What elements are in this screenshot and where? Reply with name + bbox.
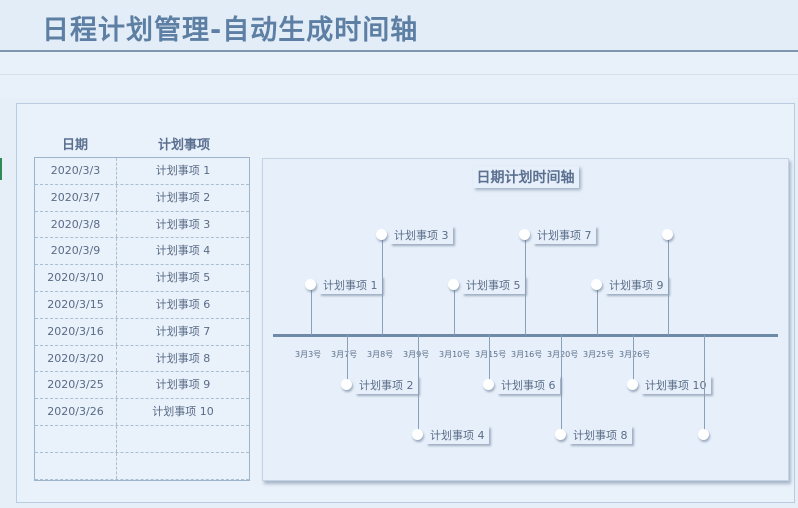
item-cell[interactable]: 计划事项 9 (155, 378, 211, 392)
chart-title: 日期计划时间轴 (472, 166, 579, 188)
event-marker[interactable] (448, 279, 459, 290)
item-cell[interactable] (117, 426, 249, 452)
event-label[interactable]: 计划事项 10 (641, 376, 711, 394)
axis-tick-label: 3月20号 (547, 350, 579, 359)
event-marker[interactable] (305, 279, 316, 290)
grid-line (0, 74, 798, 75)
event-label[interactable]: 计划事项 5 (462, 276, 525, 294)
axis-tick-label: 3月9号 (403, 350, 430, 359)
event-stem (489, 335, 490, 385)
table-row[interactable]: 2020/3/26 计划事项 10 (35, 399, 249, 426)
item-cell[interactable]: 计划事项 6 (155, 298, 211, 311)
event-label[interactable]: 计划事项 2 (355, 376, 418, 394)
date-cell[interactable]: 2020/3/8 (35, 211, 117, 238)
event-marker[interactable] (376, 229, 387, 240)
table-row[interactable]: 2020/3/16 计划事项 7 (35, 318, 249, 346)
event-stem (311, 285, 312, 335)
axis-tick-label: 3月8号 (367, 350, 394, 359)
cell-selection-marker (0, 158, 2, 180)
axis-tick-label: 3月7号 (331, 350, 358, 359)
event-stem (382, 235, 383, 335)
event-stem (561, 335, 562, 435)
date-cell[interactable]: 2020/3/15 (35, 292, 117, 318)
timeline-axis (273, 334, 778, 337)
event-marker[interactable] (627, 379, 638, 390)
table-row[interactable]: 2020/3/20 计划事项 8 (35, 345, 249, 373)
date-cell[interactable]: 2020/3/16 (35, 318, 117, 345)
date-cell[interactable] (35, 426, 117, 452)
extra-marker (698, 429, 709, 440)
event-label[interactable]: 计划事项 1 (319, 276, 382, 294)
event-label[interactable]: 计划事项 9 (605, 276, 668, 294)
table-row[interactable]: 2020/3/7 计划事项 2 (35, 184, 249, 212)
extra-marker (662, 229, 673, 240)
item-cell[interactable]: 计划事项 4 (155, 244, 211, 258)
item-cell[interactable]: 计划事项 5 (155, 271, 211, 285)
table-row[interactable]: 2020/3/8 计划事项 3 (35, 211, 249, 239)
item-cell[interactable]: 计划事项 2 (155, 190, 211, 204)
item-cell[interactable]: 计划事项 3 (155, 217, 211, 231)
item-cell[interactable]: 计划事项 1 (155, 164, 211, 177)
sheet-grid-band (0, 52, 798, 98)
event-label[interactable]: 计划事项 3 (390, 226, 453, 244)
date-cell[interactable]: 2020/3/10 (35, 265, 117, 291)
axis-tick-label: 3月16号 (511, 350, 543, 359)
chart-title-wrap: 日期计划时间轴 (263, 159, 788, 188)
title-bar: 日程计划管理-自动生成时间轴 (0, 0, 798, 52)
event-marker[interactable] (591, 279, 602, 290)
table-row[interactable]: 2020/3/9 计划事项 4 (35, 238, 249, 266)
extra-stem (704, 335, 705, 435)
item-column-header: 计划事项 (158, 138, 211, 153)
event-stem (454, 285, 455, 335)
event-label[interactable]: 计划事项 4 (426, 426, 489, 444)
date-cell[interactable] (35, 452, 117, 479)
schedule-table: 2020/3/3 计划事项 1 2020/3/7 计划事项 2 2020/3/8 计划事项… (34, 157, 250, 481)
event-label[interactable]: 计划事项 7 (533, 226, 596, 244)
table-row[interactable] (35, 452, 249, 480)
table-row[interactable]: 2020/3/25 计划事项 9 (35, 372, 249, 400)
event-marker[interactable] (483, 379, 494, 390)
axis-tick-label: 3月25号 (583, 350, 615, 359)
table-row[interactable]: 2020/3/15 计划事项 6 (35, 292, 249, 319)
event-stem (525, 235, 526, 335)
event-stem (418, 335, 419, 435)
table-row[interactable] (35, 426, 249, 453)
date-column-header: 日期 (62, 138, 89, 153)
item-cell[interactable]: 计划事项 8 (155, 351, 211, 365)
event-stem (347, 335, 348, 385)
event-marker[interactable] (412, 429, 423, 440)
date-cell[interactable]: 2020/3/26 (35, 399, 117, 425)
event-stem (633, 335, 634, 385)
date-cell[interactable]: 2020/3/7 (35, 184, 117, 211)
date-cell[interactable]: 2020/3/9 (35, 238, 117, 265)
extra-stem (668, 235, 669, 335)
table-row[interactable]: 2020/3/3 计划事项 1 (35, 158, 249, 185)
date-cell[interactable]: 2020/3/20 (35, 345, 117, 372)
item-cell[interactable]: 计划事项 10 (152, 405, 214, 419)
axis-tick-label: 3月26号 (619, 350, 651, 359)
page-title: 日程计划管理-自动生成时间轴 (42, 15, 419, 46)
date-cell[interactable]: 2020/3/3 (35, 158, 117, 184)
event-marker[interactable] (341, 379, 352, 390)
axis-tick-label: 3月10号 (439, 350, 471, 359)
timeline-chart[interactable]: 日期计划时间轴 3月3号 3月7号 3月8号 3月9号 3月10号 3月15号 3月16号 3… (262, 158, 789, 481)
event-stem (597, 285, 598, 335)
axis-tick-label: 3月3号 (295, 350, 322, 359)
table-row[interactable]: 2020/3/10 计划事项 5 (35, 265, 249, 292)
date-cell[interactable]: 2020/3/25 (35, 372, 117, 399)
event-label[interactable]: 计划事项 8 (569, 426, 632, 444)
item-cell[interactable]: 计划事项 7 (155, 324, 211, 338)
axis-tick-label: 3月15号 (475, 350, 507, 359)
event-marker[interactable] (555, 429, 566, 440)
event-label[interactable]: 计划事项 6 (497, 376, 560, 394)
item-cell[interactable] (117, 453, 249, 479)
event-marker[interactable] (519, 229, 530, 240)
